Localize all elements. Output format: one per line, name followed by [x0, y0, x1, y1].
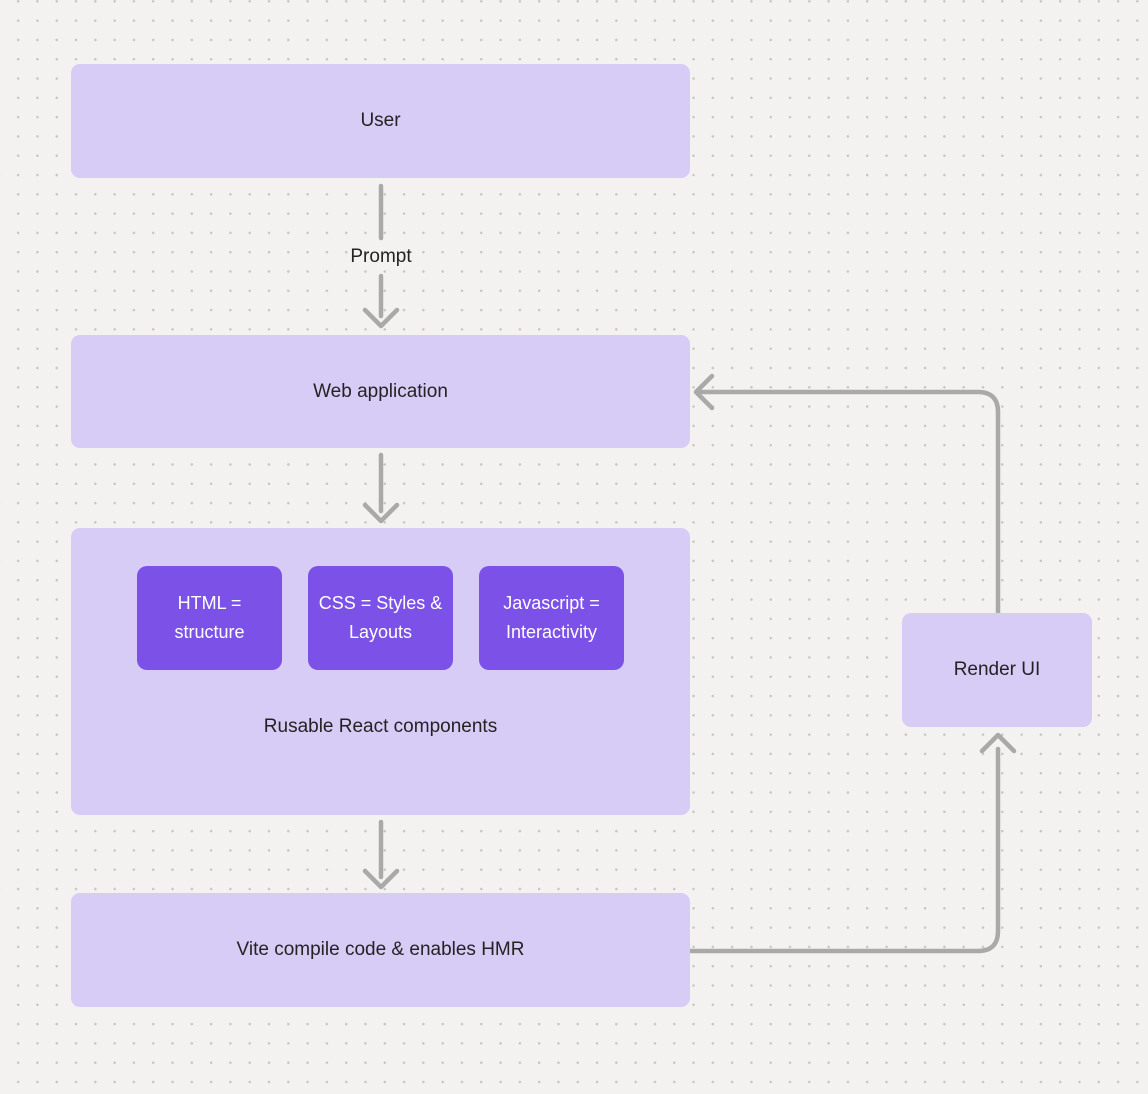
chip-html-label: HTML = structure [174, 593, 245, 642]
node-vite[interactable]: Vite compile code & enables HMR [71, 893, 690, 1007]
node-render-ui-label: Render UI [953, 659, 1041, 680]
arrowhead-down-into-webapp [362, 307, 400, 329]
arrowhead-left-into-webapp [693, 373, 715, 411]
edge-label-prompt: Prompt [350, 246, 412, 267]
components-chip-row: HTML = structure CSS = Styles & Layouts … [137, 566, 624, 670]
chip-css-label: CSS = Styles & Layouts [318, 593, 443, 642]
chip-css[interactable]: CSS = Styles & Layouts [308, 566, 453, 670]
node-user[interactable]: User [71, 64, 690, 178]
node-user-label: User [360, 110, 401, 131]
node-components-group[interactable]: HTML = structure CSS = Styles & Layouts … [71, 528, 690, 815]
arrowhead-up-into-render-ui [979, 732, 1017, 754]
chip-javascript[interactable]: Javascript = Interactivity [479, 566, 624, 670]
node-web-application-label: Web application [313, 380, 448, 402]
arrowhead-down-into-vite [362, 868, 400, 890]
chip-javascript-label: Javascript = Interactivity [503, 593, 600, 642]
node-vite-label: Vite compile code & enables HMR [236, 939, 525, 960]
chip-html[interactable]: HTML = structure [137, 566, 282, 670]
arrowhead-down-into-components [362, 502, 400, 524]
connector-vite-to-render-ui [687, 746, 1001, 954]
node-render-ui[interactable]: Render UI [902, 613, 1092, 727]
node-web-application[interactable]: Web application [71, 335, 690, 448]
connector-render-ui-to-webapp [697, 389, 1001, 616]
components-group-caption: Rusable React components [263, 716, 498, 737]
